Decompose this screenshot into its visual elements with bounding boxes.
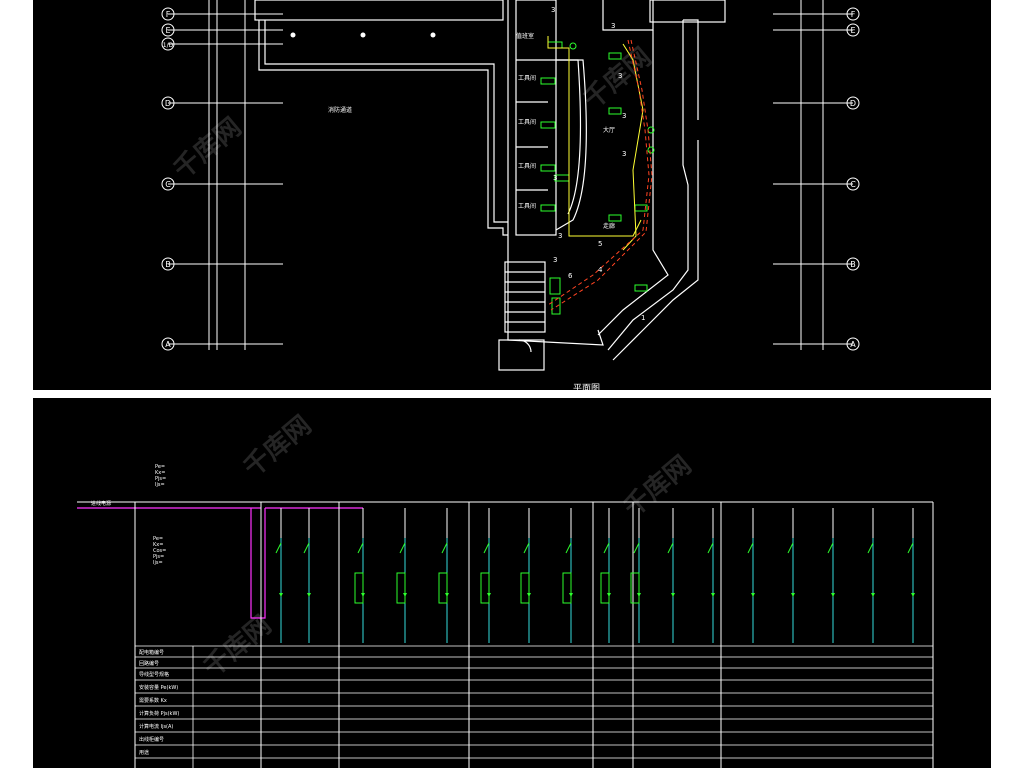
feeder-branch [707,508,715,643]
svg-text:需要系数 Kx: 需要系数 Kx [139,697,167,704]
axis-label-c: C [165,180,171,189]
left-specs: Pe= Kx= Cos= Pjs= Ijs= [153,536,166,566]
svg-text:千库网: 千库网 [618,450,697,523]
axis-label-1d: 1/D [163,42,174,49]
svg-text:用途: 用途 [139,749,149,756]
svg-text:1: 1 [641,314,645,322]
svg-text:千库网: 千库网 [238,410,317,483]
svg-text:4: 4 [598,266,603,274]
axis-label-d: D [165,99,171,108]
svg-text:配电箱编号: 配电箱编号 [139,649,164,656]
feeder-lines [547,39,653,311]
distribution-schematic-panel: 千库网 千库网 千库网 Pe= Kx= Pjs= Ijs= Pe= Kx= Co… [33,398,991,768]
left-axis-grid [168,0,283,350]
feeder-branch [562,508,573,643]
feeder-branch [600,508,611,643]
svg-text:Cos=: Cos= [153,548,166,554]
axis-label-b: B [165,260,171,269]
axis-label-e: E [165,26,170,35]
feeder-branch [867,508,875,643]
feeder-branch [667,508,675,643]
load-table [135,645,933,768]
feeder-branch [396,508,407,643]
svg-text:3: 3 [558,232,562,240]
svg-text:工具间: 工具间 [518,118,536,126]
right-axis-grid [773,0,860,351]
feeder-branch [354,508,365,643]
svg-text:Ijs=: Ijs= [153,560,163,566]
feeder-branch [520,508,531,643]
watermark: 千库网 千库网 千库网 [198,410,697,683]
svg-text:3: 3 [618,72,622,80]
feeder-branch [303,508,311,643]
svg-text:3: 3 [553,174,557,182]
svg-text:工具间: 工具间 [518,162,536,170]
svg-text:Pjs=: Pjs= [155,476,166,482]
main-bus [77,507,363,619]
svg-text:出线柜编号: 出线柜编号 [139,736,164,743]
right-axis-label-a: A [850,340,856,349]
svg-text:Kx=: Kx= [153,542,163,548]
plan-title: ____平面图 [555,384,601,394]
svg-text:Pe=: Pe= [155,464,165,470]
right-axis-label-d: D [850,99,856,108]
svg-text:5: 5 [598,240,602,248]
svg-text:Ijs=: Ijs= [155,482,165,488]
floor-plan-drawing: 千库网 千库网 F E 1/D [161,0,860,371]
table-row-labels: 配电箱编号 回路编号 导线型号规格 安装容量 Pe(kW) 需要系数 Kx 计算… [139,649,179,756]
svg-text:工具间: 工具间 [518,74,536,82]
panel-dividers [134,502,934,768]
right-axis-label-e: E [850,26,855,35]
right-axis-label-b: B [850,260,856,269]
distribution-schematic: 千库网 千库网 千库网 Pe= Kx= Pjs= Ijs= Pe= Kx= Co… [77,410,934,768]
feeder-branch [827,508,835,643]
header-specs: Pe= Kx= Pjs= Ijs= [155,464,166,488]
svg-text:计算电流 Ijs(A): 计算电流 Ijs(A) [139,723,173,730]
svg-text:3: 3 [622,150,626,158]
svg-text:Pe=: Pe= [153,536,163,542]
svg-text:3: 3 [553,256,557,264]
feeder-branch [787,508,795,643]
svg-text:走廊: 走廊 [603,222,615,230]
room-labels: 值班室 工具间 工具间 工具间 工具间 大厅 走廊 消防通道 [328,32,615,230]
right-axis-label-f: F [851,10,856,19]
svg-text:计算负荷 Pjs(kW): 计算负荷 Pjs(kW) [139,710,179,717]
floor-plan-panel: 千库网 千库网 F E 1/D [33,0,991,394]
svg-text:大厅: 大厅 [603,126,615,134]
feeder-branch [480,508,491,643]
svg-text:千库网: 千库网 [168,112,247,185]
wiring-lines [547,36,644,251]
svg-text:3: 3 [551,6,555,14]
svg-text:千库网: 千库网 [198,610,277,683]
feeder-branch [275,508,283,643]
svg-text:导线型号规格: 导线型号规格 [139,671,169,678]
svg-text:3: 3 [611,22,615,30]
building-walls [254,0,726,371]
axis-label-f: F [166,10,171,19]
svg-text:工具间: 工具间 [518,202,536,210]
right-axis-label-c: C [850,180,856,189]
axis-label-a: A [165,340,171,349]
svg-text:Pjs=: Pjs= [153,554,164,560]
svg-text:消防通道: 消防通道 [328,106,352,114]
incoming-label: 进线电源 [91,500,111,507]
svg-text:回路编号: 回路编号 [139,660,159,667]
circuit-numbers: 3 3 3 3 3 3 5 6 4 1 3 3 [551,6,645,322]
svg-text:Kx=: Kx= [155,470,165,476]
feeder-branch [907,508,915,643]
svg-text:6: 6 [568,272,573,280]
ceiling-lights [290,32,436,38]
svg-text:3: 3 [622,112,626,120]
feeder-branch [630,508,641,643]
feeder-branch [747,508,755,643]
svg-text:值班室: 值班室 [516,32,534,40]
feeder-branch [438,508,449,643]
svg-text:安装容量 Pe(kW): 安装容量 Pe(kW) [139,684,178,691]
feeder-branches [275,508,915,643]
